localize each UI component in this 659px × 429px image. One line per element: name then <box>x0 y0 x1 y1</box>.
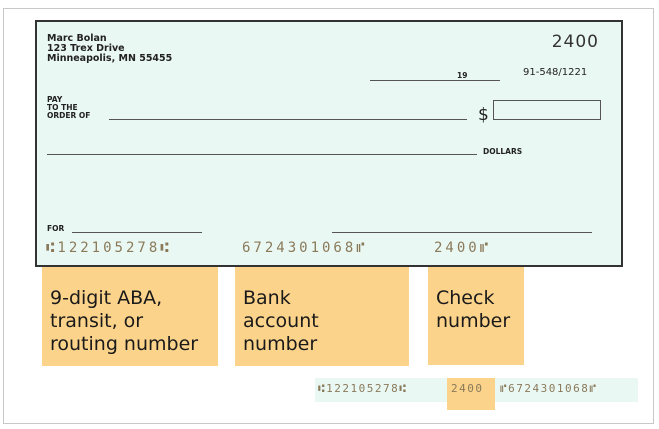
dollar-sign: $ <box>478 105 489 125</box>
micr-full-account: ⑈6724301068⑈ <box>500 382 598 395</box>
amount-box[interactable] <box>493 100 601 120</box>
bank-fraction: 91-548/1221 <box>523 67 588 78</box>
diagram-frame <box>3 8 654 424</box>
amount-words-line[interactable] <box>47 154 477 155</box>
dollars-label: DOLLARS <box>483 147 523 156</box>
micr-full-routing: ⑆122105278⑆ <box>318 382 408 395</box>
micr-check-highlight <box>447 378 495 410</box>
payee-line[interactable] <box>109 119 467 120</box>
for-label: FOR <box>47 224 65 233</box>
memo-line[interactable] <box>72 232 202 233</box>
signature-line[interactable] <box>332 232 592 233</box>
micr-routing: ⑆122105278⑆ <box>46 240 172 256</box>
micr-full-check: 2400 <box>451 382 484 395</box>
date-line <box>370 80 500 81</box>
micr-account: 6724301068⑈ <box>242 240 368 256</box>
micr-check: 2400⑈ <box>434 240 492 256</box>
date-suffix: 19 <box>457 71 468 80</box>
check-number: 2400 <box>551 32 599 52</box>
